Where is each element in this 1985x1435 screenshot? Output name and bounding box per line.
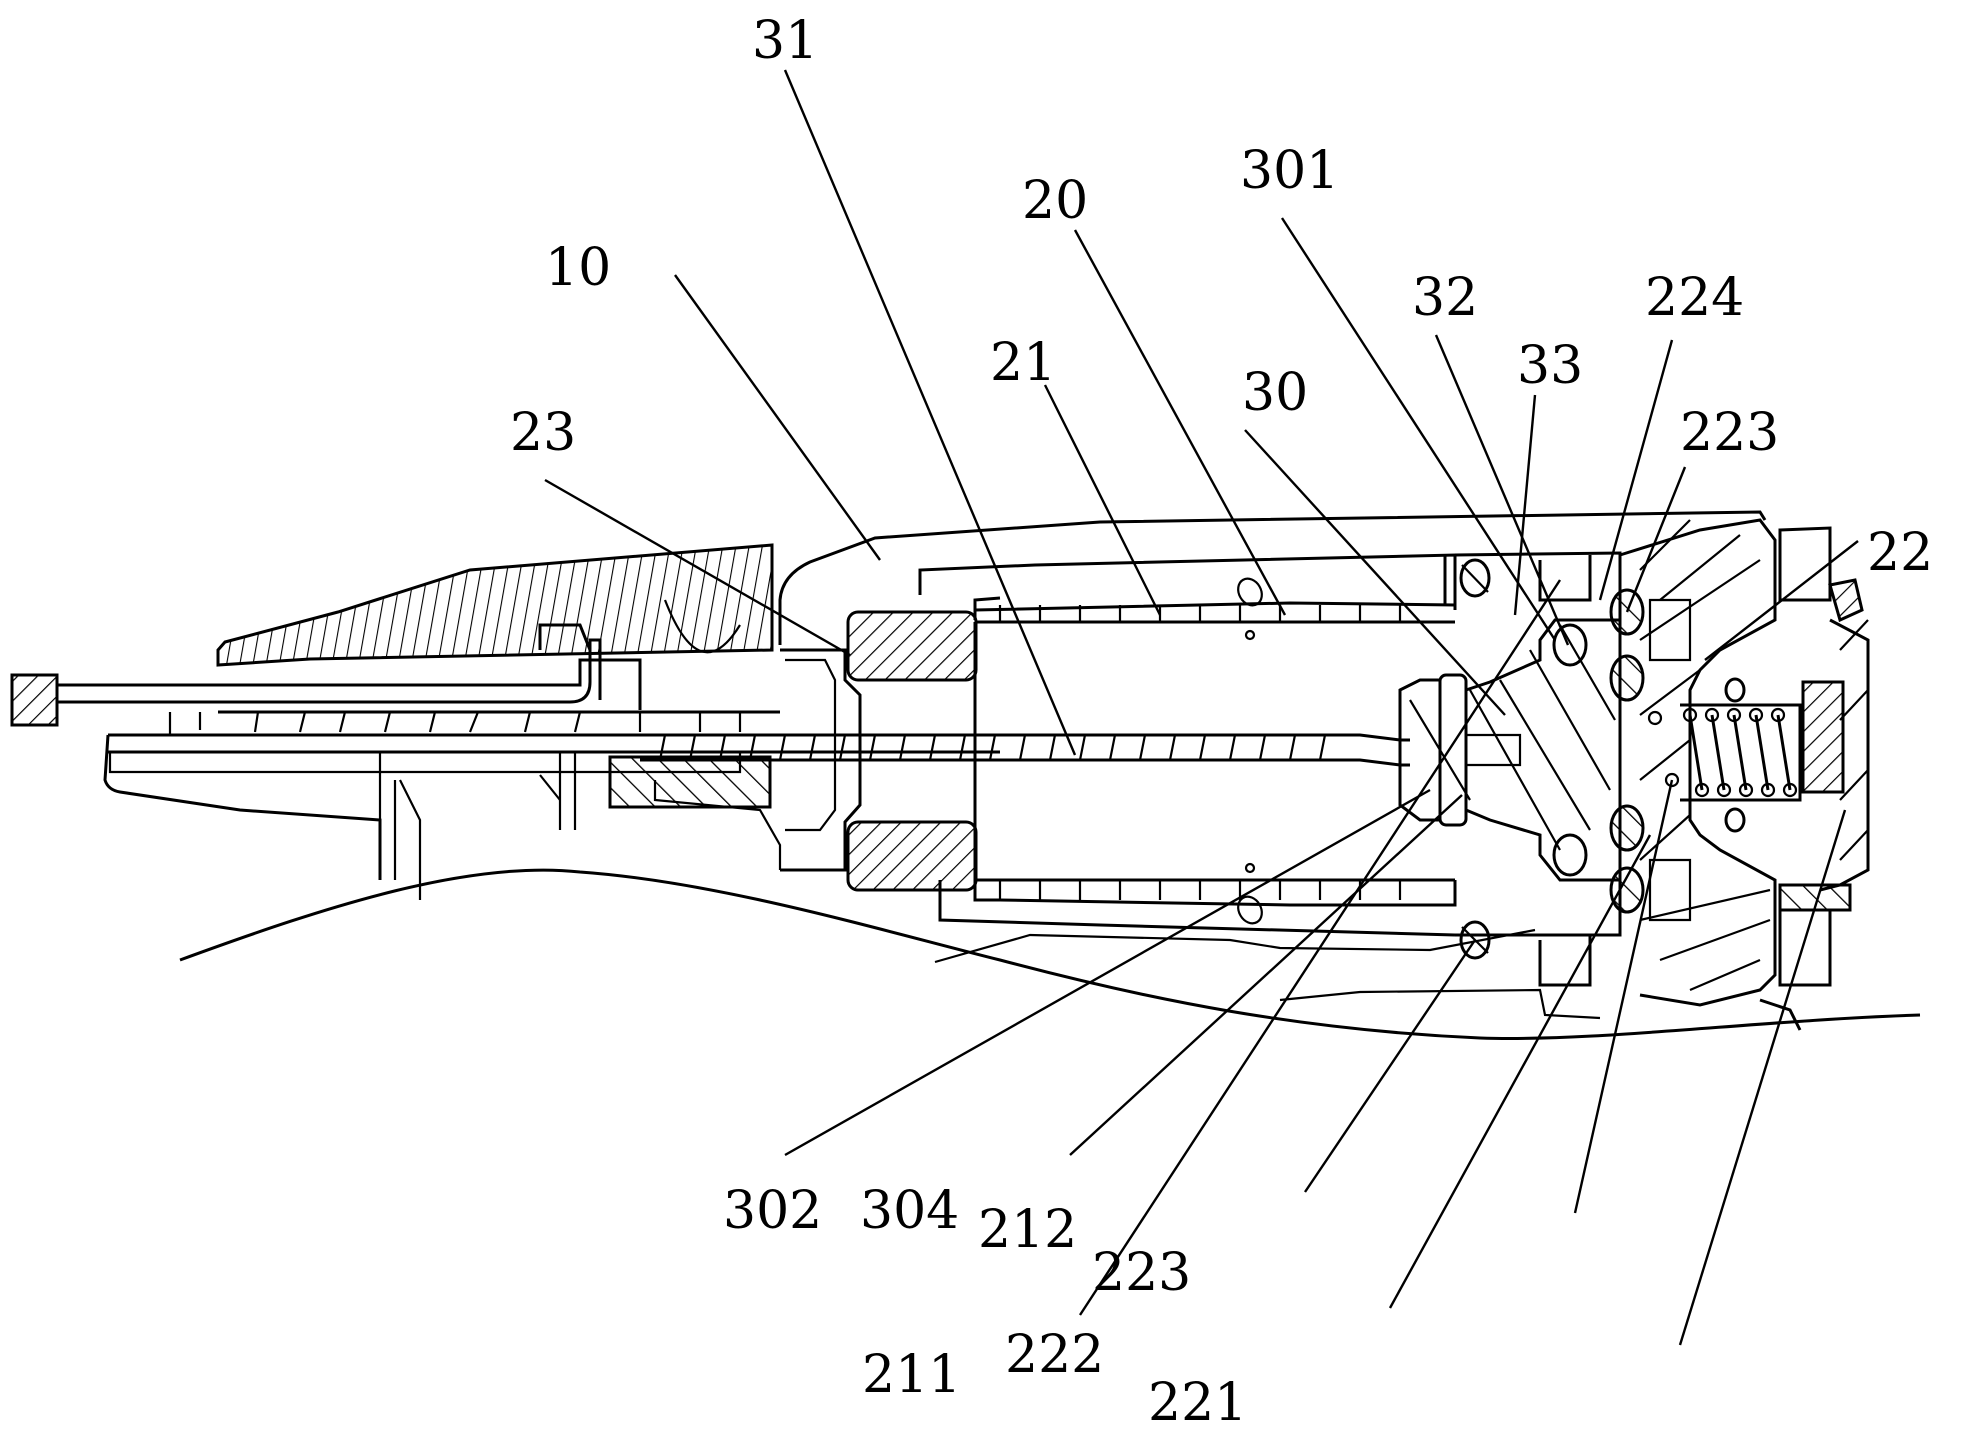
label-222: 222 <box>1005 1325 1104 1385</box>
label-223-bottom: 223 <box>1092 1243 1191 1303</box>
cylinder-assembly <box>780 553 1457 937</box>
label-211: 211 <box>862 1345 961 1405</box>
leader-21 <box>1043 384 1162 616</box>
spring <box>1682 707 1798 798</box>
leader-22 <box>1704 540 1859 661</box>
leader-221 <box>1678 809 1847 1346</box>
leader-23 <box>544 478 851 657</box>
leader-10 <box>674 274 881 561</box>
housing-outline <box>179 510 1921 1040</box>
label-224: 224 <box>1645 268 1744 328</box>
label-304: 304 <box>860 1181 959 1241</box>
label-10: 10 <box>545 238 611 298</box>
leader-301 <box>1280 217 1557 641</box>
leader-222 <box>1388 834 1652 1309</box>
nozzle-shaft-assembly <box>10 638 1000 900</box>
leader-223a <box>1625 466 1687 613</box>
label-301: 301 <box>1240 141 1339 201</box>
hatched-wedge-part <box>216 543 774 667</box>
label-22: 22 <box>1867 523 1933 583</box>
label-33: 33 <box>1517 336 1583 396</box>
leader-224 <box>1598 339 1674 601</box>
label-223-top: 223 <box>1680 403 1779 463</box>
leader-lines <box>544 69 1859 1346</box>
label-23: 23 <box>510 403 576 463</box>
leader-31 <box>783 69 1077 756</box>
label-212: 212 <box>978 1200 1077 1260</box>
leader-304 <box>1069 794 1463 1156</box>
label-20: 20 <box>1022 171 1088 231</box>
leader-223b <box>1573 779 1674 1214</box>
leader-32 <box>1434 334 1570 646</box>
leader-33 <box>1513 394 1537 616</box>
label-31: 31 <box>752 11 818 71</box>
leader-302 <box>784 788 1431 1157</box>
reference-labels: 31 10 23 21 20 30 301 32 33 224 223 22 3… <box>510 11 1933 1433</box>
leader-211 <box>1078 579 1562 1316</box>
piston <box>1398 618 1622 882</box>
leader-212 <box>1304 939 1476 1193</box>
leader-20 <box>1073 229 1287 616</box>
label-302: 302 <box>723 1181 822 1241</box>
valve-assembly <box>1443 518 1870 1031</box>
leader-30 <box>1244 429 1506 716</box>
needle-rod <box>640 733 1410 767</box>
label-221: 221 <box>1148 1373 1247 1433</box>
label-32: 32 <box>1412 268 1478 328</box>
label-21: 21 <box>990 333 1056 393</box>
label-30: 30 <box>1242 363 1308 423</box>
